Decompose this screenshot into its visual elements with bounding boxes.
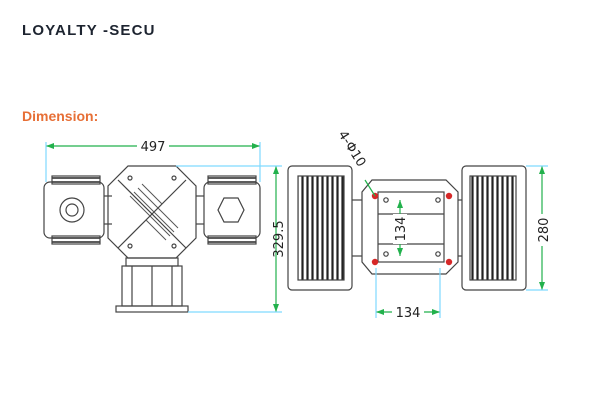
right-camera-housing	[196, 175, 261, 245]
height-label: 329.5	[272, 220, 287, 257]
hole-leader-line	[364, 179, 376, 197]
width-label-bg	[137, 139, 169, 153]
vertical-spacing-label: 134	[394, 217, 409, 242]
centre-mount	[361, 179, 459, 275]
horizontal-spacing-label: 134	[396, 306, 421, 321]
section-title: Dimension:	[22, 108, 99, 124]
left-housing-top	[287, 165, 362, 291]
top-view: 4-Φ10 134 134 280	[287, 128, 552, 321]
left-camera-housing	[43, 175, 112, 245]
hole-label: 4-Φ10	[335, 128, 369, 170]
horizontal-label-bg	[392, 305, 424, 319]
width-label: 497	[141, 140, 166, 155]
right-housing-top	[458, 165, 527, 291]
brand-logo-text: LOYALTY -SECU	[22, 22, 156, 39]
front-view: 497 329.5	[43, 139, 287, 313]
vertical-label-bg	[393, 214, 407, 244]
height-dimension	[176, 165, 282, 313]
overall-height-label: 280	[537, 218, 552, 243]
pedestal-base	[115, 257, 189, 313]
overall-label-bg	[536, 214, 550, 246]
central-body	[107, 165, 197, 259]
